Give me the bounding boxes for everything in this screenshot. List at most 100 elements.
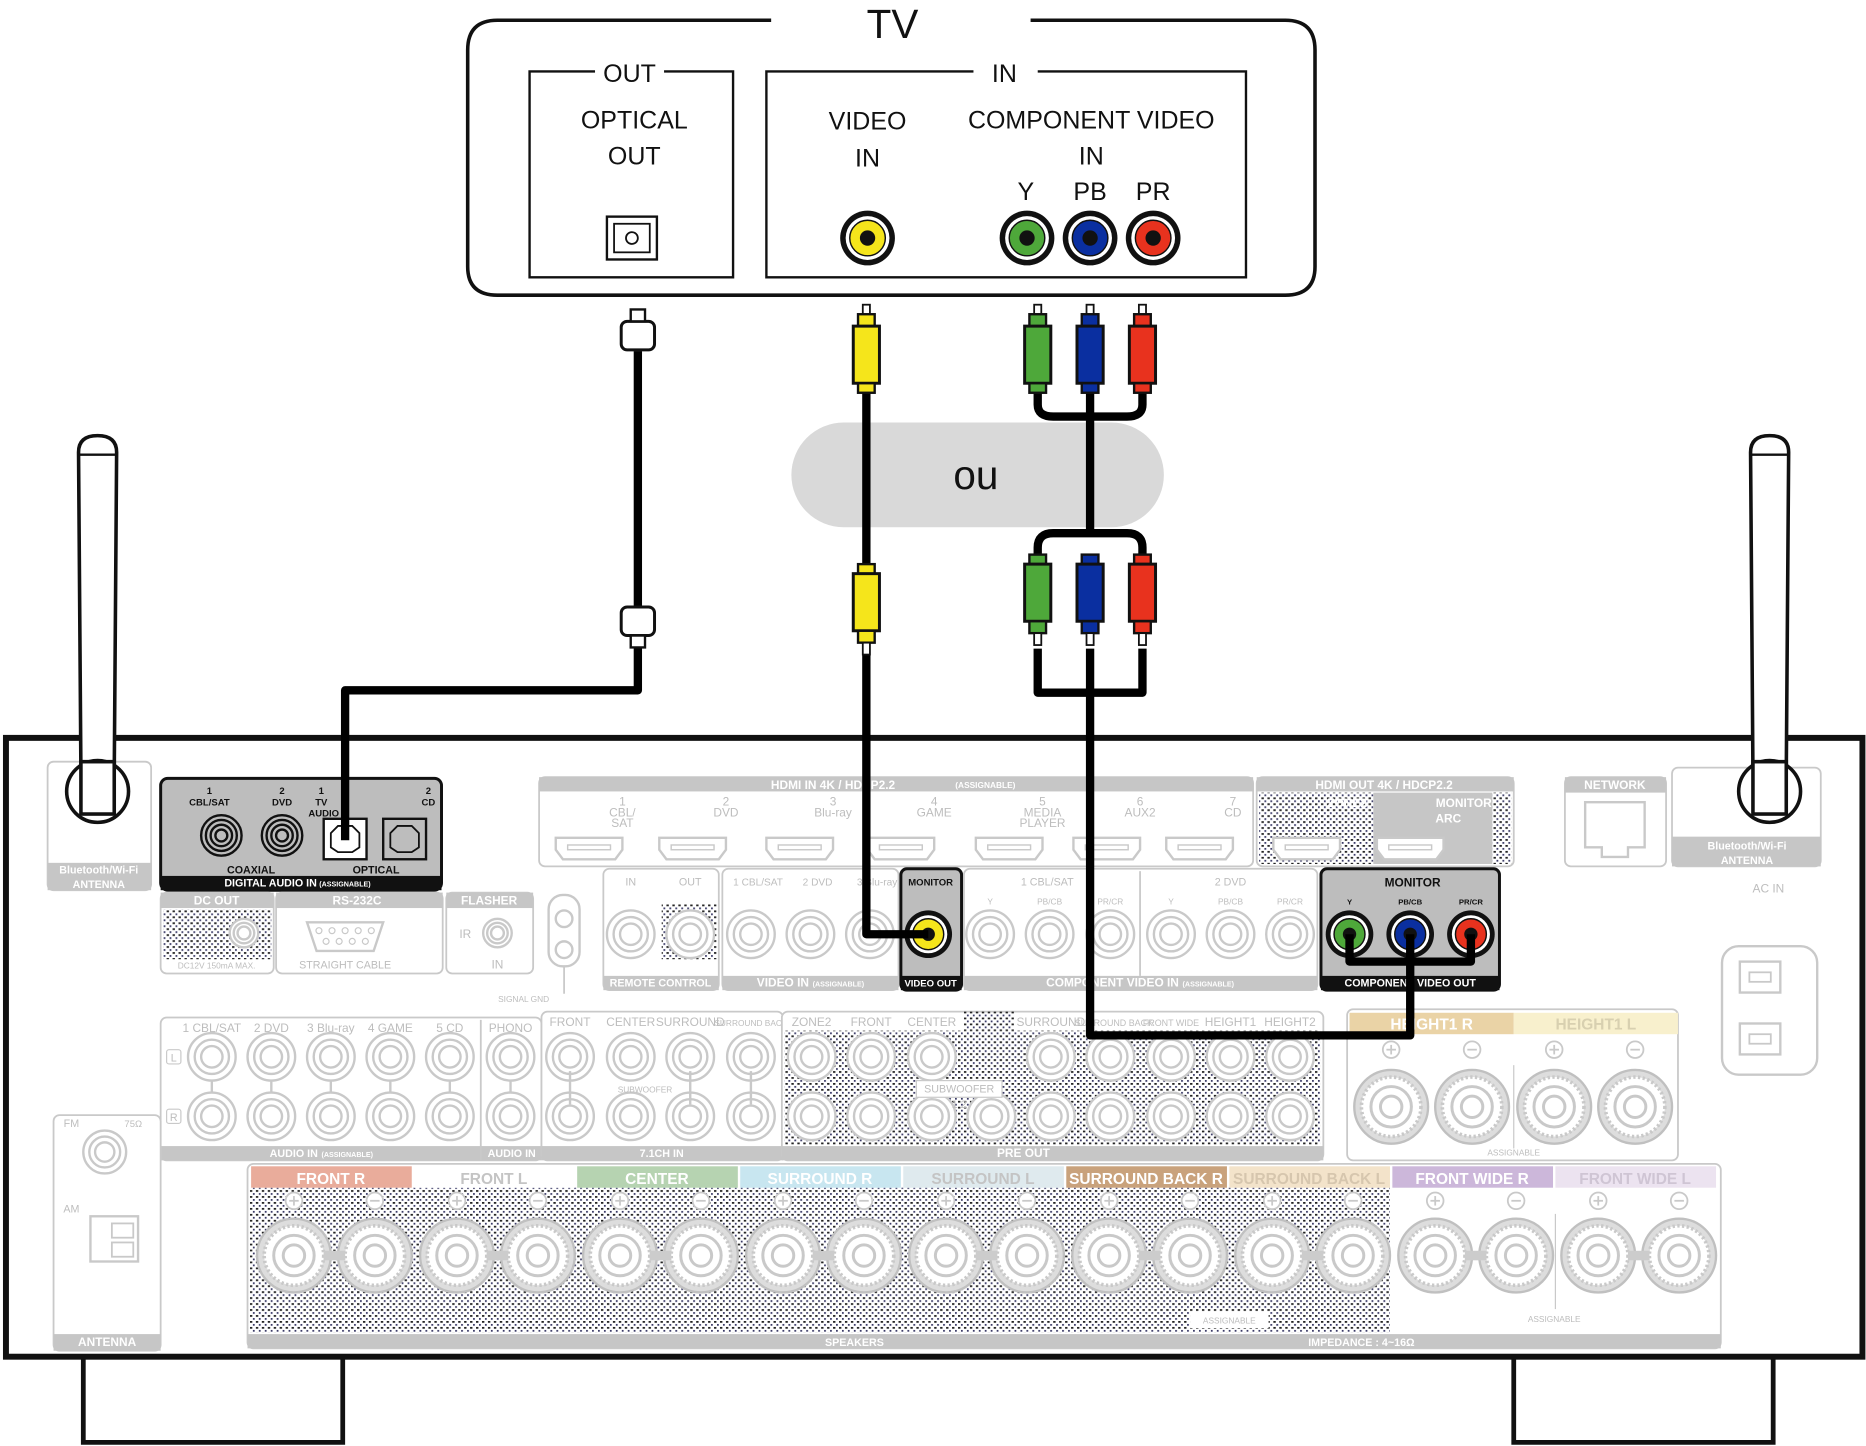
pre-out-jack[interactable] (966, 1091, 1017, 1142)
rs232c-port[interactable] (305, 921, 385, 953)
speaker-terminal-plus[interactable] (418, 1217, 496, 1294)
hdmi-in-port-7[interactable] (1165, 836, 1235, 861)
component-in-jack[interactable] (1265, 909, 1316, 960)
speaker-terminal-minus[interactable] (988, 1217, 1066, 1294)
tv-component-y-jack[interactable] (999, 210, 1055, 266)
antenna-right-icon[interactable] (1736, 433, 1803, 825)
speaker-terminal-minus[interactable] (1641, 1217, 1718, 1294)
pre-out-jack[interactable] (906, 1031, 957, 1082)
pre-out-jack[interactable] (1205, 1091, 1256, 1142)
pre-out-label: ZONE2 (792, 1015, 832, 1029)
impedance-label: IMPEDANCE : 4~16Ω (1308, 1337, 1415, 1349)
am-antenna-terminal[interactable] (89, 1215, 140, 1263)
hdmi-out-zone2-port[interactable] (1272, 836, 1342, 861)
pre-out-jack[interactable] (786, 1091, 837, 1142)
fm-antenna-jack[interactable] (82, 1129, 128, 1175)
audio-in-r-jack[interactable] (186, 1091, 237, 1142)
speaker-terminal-plus[interactable] (1560, 1217, 1637, 1294)
tv-video-in-jack[interactable] (840, 210, 895, 266)
component-in-jack[interactable] (1205, 909, 1256, 960)
hdmi-in-port-3[interactable] (765, 836, 835, 861)
phono-r-jack[interactable] (485, 1091, 536, 1142)
pre-out-jack[interactable] (1265, 1091, 1316, 1142)
hdmi-in-port-5[interactable] (974, 836, 1044, 861)
pre-out-jack[interactable] (1205, 1031, 1256, 1082)
hdmi-in-port-4[interactable] (866, 836, 936, 861)
speaker-channel-header (1066, 1166, 1227, 1188)
tv-optical-out-port[interactable] (605, 215, 659, 261)
speaker-terminal-minus[interactable] (1151, 1217, 1229, 1294)
speaker-terminal-plus[interactable] (744, 1217, 822, 1294)
7-1ch-in-jack[interactable] (725, 1091, 776, 1142)
height1-terminal-minus[interactable] (1434, 1068, 1511, 1145)
pre-out-jack[interactable] (1025, 1031, 1076, 1082)
speaker-terminal-minus[interactable] (662, 1217, 740, 1294)
pre-out-jack[interactable] (1085, 1091, 1136, 1142)
signal-gnd-terminal[interactable] (547, 893, 581, 994)
speaker-terminal-minus[interactable] (499, 1217, 576, 1294)
tv-component-pr-jack[interactable] (1125, 210, 1181, 266)
antenna-left-icon[interactable] (64, 433, 131, 825)
coaxial-jack[interactable] (260, 814, 304, 857)
audio-in-l-jack[interactable] (305, 1031, 356, 1082)
component-in-jack[interactable] (1146, 909, 1197, 960)
7-1ch-in-jack[interactable] (605, 1091, 656, 1142)
pre-out-jack[interactable] (1146, 1031, 1197, 1082)
audio-in-l-jack[interactable] (365, 1031, 416, 1082)
speaker-terminal-minus[interactable] (336, 1217, 413, 1294)
coaxial-jack[interactable] (199, 814, 243, 857)
pre-out-jack[interactable] (1146, 1091, 1197, 1142)
remote-out-jack[interactable] (665, 909, 716, 960)
audio-in-r-jack[interactable] (305, 1091, 356, 1142)
pre-out-jack[interactable] (906, 1091, 957, 1142)
audio-in-l-jack[interactable] (424, 1031, 475, 1082)
hdmi-in-port-6[interactable] (1072, 836, 1142, 861)
height1-terminal-plus[interactable] (1516, 1068, 1593, 1145)
audio-in-r-jack[interactable] (424, 1091, 475, 1142)
network-port[interactable] (1583, 800, 1646, 859)
rs232c-note: STRAIGHT CABLE (299, 960, 391, 972)
dc-out-jack[interactable] (228, 917, 260, 949)
7-1ch-in-jack[interactable] (605, 1031, 656, 1082)
hdmi-input-label-2: PLAYER (1019, 816, 1065, 830)
audio-in-label: 1 CBL/SAT (183, 1021, 242, 1035)
hdmi-in-port-1[interactable] (554, 836, 624, 861)
speaker-terminal-minus[interactable] (825, 1217, 903, 1294)
speaker-terminal-plus[interactable] (1234, 1217, 1311, 1294)
remote-in-jack[interactable] (605, 909, 656, 960)
flasher-in-jack[interactable] (481, 917, 513, 949)
optical-jack[interactable] (382, 817, 428, 861)
speaker-terminal-plus[interactable] (581, 1217, 659, 1294)
audio-in-r-jack[interactable] (246, 1091, 297, 1142)
component-in-jack[interactable] (965, 909, 1016, 960)
speaker-terminal-plus[interactable] (1071, 1217, 1148, 1294)
tv-component-pb-jack[interactable] (1062, 210, 1118, 266)
pre-out-jack[interactable] (786, 1031, 837, 1082)
hdmi-in-port-2[interactable] (658, 836, 728, 861)
audio-in-l-jack[interactable] (246, 1031, 297, 1082)
plus-terminal-icon (1544, 1040, 1564, 1059)
phono-l-jack[interactable] (485, 1031, 536, 1082)
video-in-jack-1[interactable] (725, 909, 776, 960)
speaker-terminal-plus[interactable] (255, 1217, 333, 1294)
pre-out-jack[interactable] (1025, 1091, 1076, 1142)
speaker-terminal-minus[interactable] (1478, 1217, 1555, 1294)
pre-out-jack[interactable] (1265, 1031, 1316, 1082)
pre-out-jack[interactable] (846, 1091, 897, 1142)
speaker-terminal-minus[interactable] (1315, 1217, 1392, 1294)
pre-out-jack[interactable] (1085, 1031, 1136, 1082)
pre-out-jack[interactable] (846, 1031, 897, 1082)
hdmi-out-monitor-port[interactable] (1375, 836, 1445, 861)
speaker-terminal-plus[interactable] (908, 1217, 985, 1294)
7-1ch-in-jack[interactable] (665, 1091, 716, 1142)
audio-in-r-jack[interactable] (365, 1091, 416, 1142)
height1-terminal-plus[interactable] (1353, 1068, 1430, 1145)
component-in-jack[interactable] (1024, 909, 1075, 960)
audio-in-l-jack[interactable] (186, 1031, 237, 1082)
height1-terminal-minus[interactable] (1597, 1068, 1674, 1145)
speaker-terminal-plus[interactable] (1397, 1217, 1474, 1294)
video-in-jack-2[interactable] (785, 909, 836, 960)
audio-in-bar (160, 1146, 542, 1161)
subwoofer-out-label: SUBWOOFER (924, 1084, 994, 1096)
flasher-ir-label: IR (459, 927, 471, 941)
